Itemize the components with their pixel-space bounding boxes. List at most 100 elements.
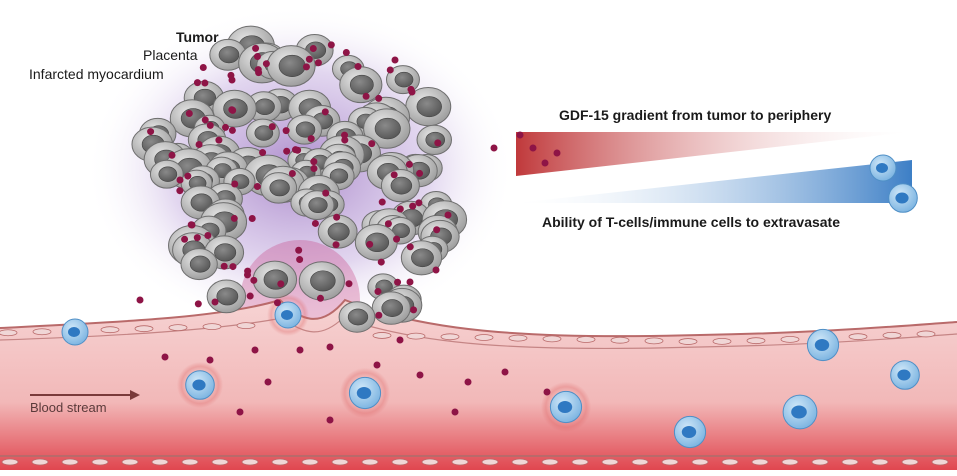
gdf15-dot bbox=[332, 241, 340, 249]
gdf15-dot bbox=[188, 221, 196, 229]
gdf15-dot bbox=[199, 63, 207, 71]
endothelial-cell bbox=[31, 458, 49, 466]
gdf15-dot bbox=[543, 388, 551, 396]
gdf15-dot bbox=[229, 106, 237, 114]
endothelial-cell bbox=[661, 458, 679, 466]
endothelial-cell bbox=[361, 458, 379, 466]
gdf15-dot bbox=[434, 139, 442, 147]
gdf15-dot bbox=[193, 79, 201, 87]
immune-cell bbox=[869, 154, 897, 182]
gdf15-dot bbox=[377, 258, 385, 266]
endothelial-cell bbox=[168, 324, 188, 332]
gdf15-dot bbox=[393, 235, 401, 243]
gdf15-dot bbox=[386, 66, 394, 74]
gdf15-dot bbox=[368, 140, 376, 148]
gdf15-dot bbox=[390, 171, 398, 179]
endothelial-cell bbox=[331, 458, 349, 466]
gdf15-dot bbox=[273, 299, 281, 307]
gdf15-dot bbox=[415, 199, 423, 207]
tumor-cell bbox=[338, 301, 376, 333]
tumor-cell bbox=[317, 214, 358, 249]
endothelial-cell bbox=[211, 458, 229, 466]
gdf15-dot bbox=[296, 346, 304, 354]
endothelial-cell bbox=[474, 334, 494, 341]
gdf15-dot bbox=[322, 189, 330, 197]
tumor-cell bbox=[209, 38, 247, 71]
label-tcell-ability: Ability of T-cells/immune cells to extra… bbox=[542, 214, 840, 230]
endothelial-cell bbox=[271, 458, 289, 466]
gdf15-dot bbox=[391, 56, 399, 64]
gdf15-dot bbox=[373, 361, 381, 369]
immune-cell bbox=[176, 361, 224, 409]
tumor-cell bbox=[286, 114, 323, 145]
gdf15-dot bbox=[228, 126, 236, 134]
gdf15-dot bbox=[374, 288, 382, 296]
gdf15-dot bbox=[433, 226, 441, 234]
gdf15-dot bbox=[147, 128, 155, 136]
endothelial-cell bbox=[882, 331, 902, 339]
gdf15-dot bbox=[302, 63, 310, 71]
endothelial-cell bbox=[421, 458, 439, 466]
tumor-cell bbox=[299, 190, 335, 221]
endothelial-cell bbox=[32, 328, 52, 336]
gdf15-dot bbox=[291, 146, 299, 154]
gdf15-dot bbox=[326, 343, 334, 351]
immune-cell bbox=[61, 318, 89, 346]
endothelial-cell bbox=[134, 325, 154, 333]
endothelial-cell bbox=[100, 326, 120, 334]
gdf15-dot bbox=[222, 123, 230, 131]
endothelial-cell bbox=[691, 458, 709, 466]
tumor-cell bbox=[266, 45, 316, 87]
tumor-cell bbox=[380, 168, 420, 203]
gdf15-dot bbox=[333, 213, 341, 221]
gdf15-dot bbox=[250, 276, 258, 284]
immune-cell bbox=[888, 183, 918, 213]
tumor-cell bbox=[416, 124, 452, 156]
gdf15-dot bbox=[362, 92, 370, 100]
gdf15-dot bbox=[311, 219, 319, 227]
gdf15-dot bbox=[229, 263, 237, 271]
gdf15-dot bbox=[416, 169, 424, 177]
endothelial-cell bbox=[931, 458, 949, 466]
endothelial-cell bbox=[202, 323, 222, 331]
tumor-cell bbox=[180, 248, 218, 281]
endothelial-cell bbox=[901, 458, 919, 466]
endothelial-cell bbox=[61, 458, 79, 466]
gdf15-dot bbox=[378, 198, 386, 206]
gdf15-dot bbox=[375, 311, 383, 319]
gdf15-dot bbox=[236, 408, 244, 416]
blood-stream-arrow bbox=[30, 390, 140, 400]
tumor-cell bbox=[149, 159, 184, 189]
endothelial-cell bbox=[751, 458, 769, 466]
endothelial-cell bbox=[91, 458, 109, 466]
tumor-cell bbox=[371, 291, 411, 325]
immune-cell bbox=[673, 415, 707, 449]
immune-cell bbox=[806, 328, 840, 362]
endothelial-cell bbox=[601, 458, 619, 466]
endothelial-cell bbox=[508, 334, 528, 342]
tcell-ability-gradient-bar bbox=[516, 160, 912, 203]
endothelial-cell bbox=[644, 337, 664, 345]
tumor-cell bbox=[252, 260, 298, 299]
gdf15-dot bbox=[248, 214, 256, 222]
gdf15-dot bbox=[220, 262, 228, 270]
endothelial-cell bbox=[712, 337, 732, 345]
gdf15-dot bbox=[375, 94, 383, 102]
gdf15-dot bbox=[394, 278, 402, 286]
gdf15-dot bbox=[185, 110, 193, 118]
gdf15-dot bbox=[406, 243, 414, 251]
endothelial-cell bbox=[181, 458, 199, 466]
endothelial-cell bbox=[746, 337, 766, 345]
immune-cell bbox=[267, 294, 309, 336]
tumor-mass bbox=[131, 25, 468, 333]
gdf15-dot bbox=[282, 127, 290, 135]
gdf15-dot bbox=[253, 52, 261, 60]
endothelial-cell bbox=[391, 458, 409, 466]
gdf15-dot bbox=[354, 63, 362, 71]
gdf15-dot bbox=[307, 135, 315, 143]
gdf15-dot bbox=[541, 159, 549, 167]
gdf15-dot bbox=[230, 214, 238, 222]
endothelial-cells-lower bbox=[1, 458, 949, 466]
gdf15-dot bbox=[396, 336, 404, 344]
